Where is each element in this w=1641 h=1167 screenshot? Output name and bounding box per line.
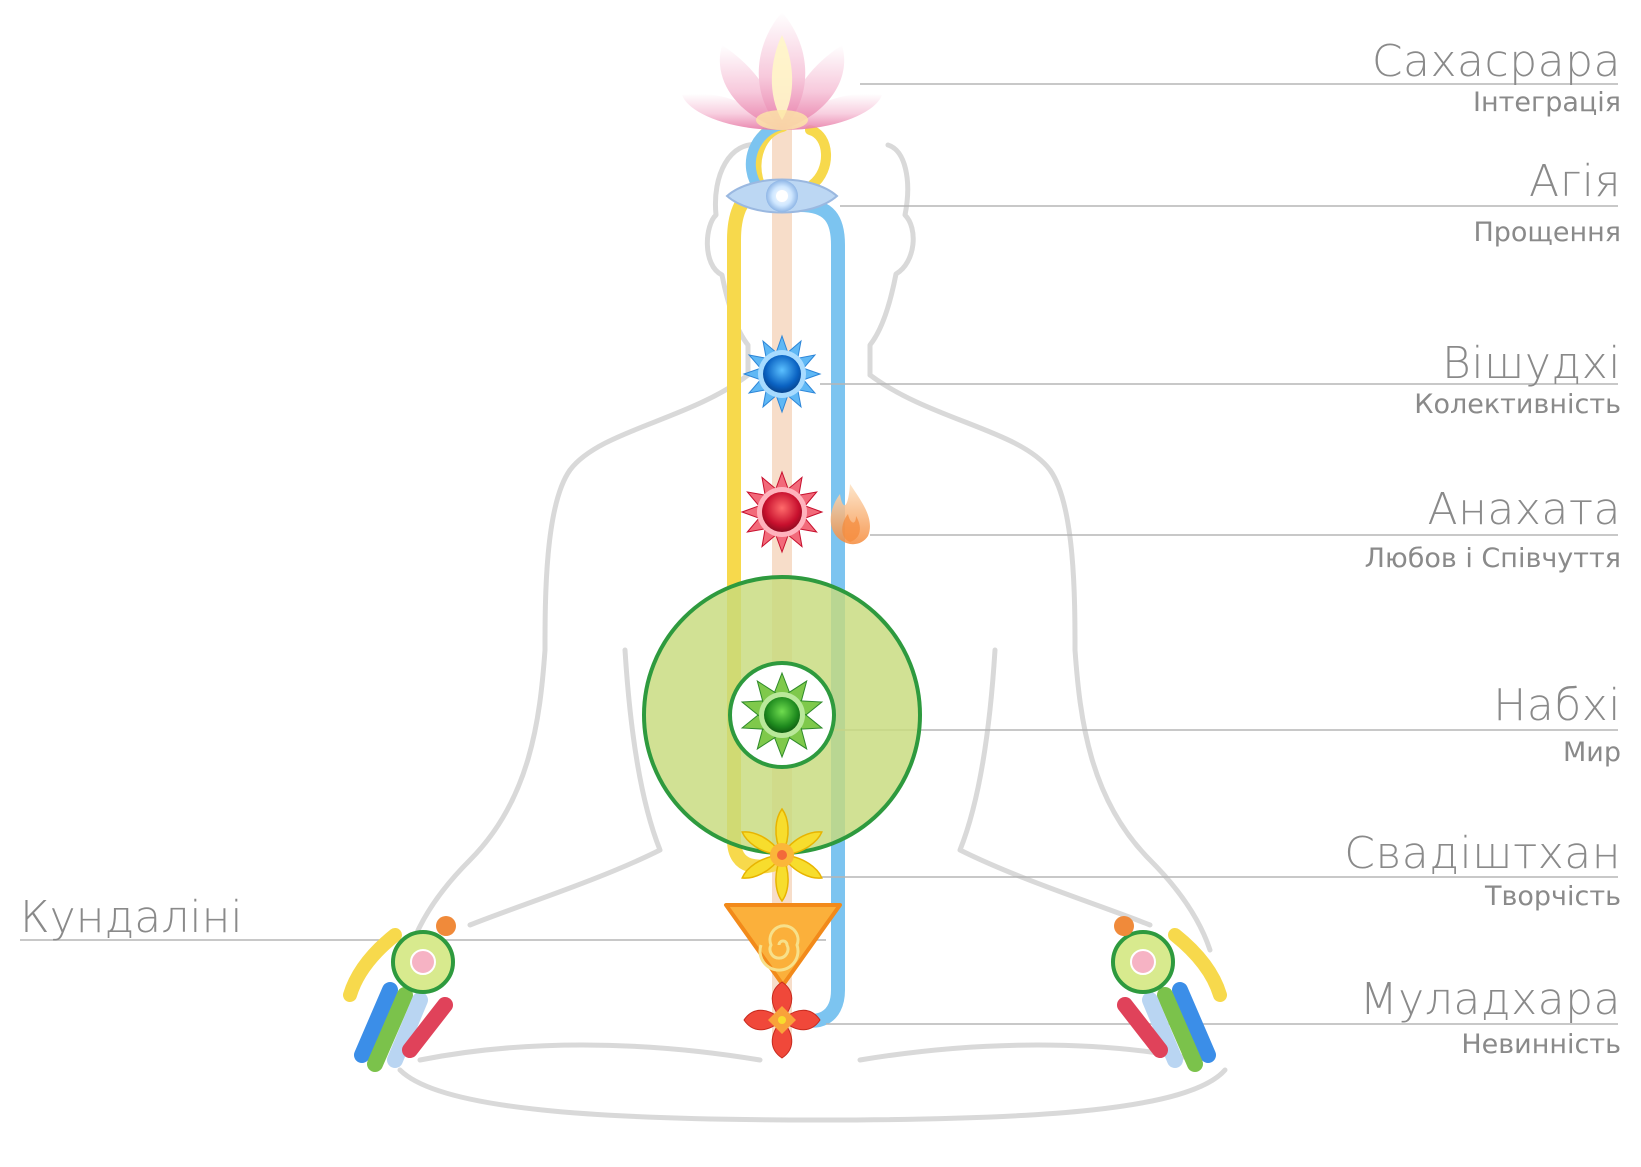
- sahasrara-lotus-icon: [682, 12, 882, 130]
- chakra-label-mooladhara: Муладхара Невинність: [1360, 976, 1621, 1062]
- kundalini-label: Кундаліні: [20, 894, 243, 942]
- chakra-label-swadishthan: Свадіштхан Творчість: [1344, 830, 1621, 914]
- anahata-flower-icon: [742, 472, 822, 552]
- chakra-quality: Невинність: [1360, 1028, 1621, 1062]
- chakra-label-vishuddhi: Вішудхі Колективність: [1414, 340, 1621, 422]
- chakra-name: Анахата: [1365, 486, 1621, 534]
- chakra-name: Вішудхі: [1414, 340, 1621, 388]
- chakra-label-agya: Агія Прощення: [1473, 158, 1621, 250]
- chakra-label-nabhi: Набхі Мир: [1493, 682, 1621, 770]
- vishuddhi-flower-icon: [744, 336, 820, 412]
- chakra-quality: Любов і Співчуття: [1365, 542, 1621, 576]
- chakra-quality: Мир: [1493, 736, 1621, 770]
- chakra-label-anahata: Анахата Любов і Співчуття: [1365, 486, 1621, 576]
- chakra-label-sahasrara: Сахасрара Інтеграція: [1372, 38, 1621, 120]
- chakra-quality: Прощення: [1473, 216, 1621, 250]
- chakra-quality: Інтеграція: [1372, 86, 1621, 120]
- chakra-name: Свадіштхан: [1344, 830, 1621, 878]
- mooladhara-flower-icon: [744, 982, 820, 1058]
- left-hand-fingers-icon: [350, 916, 456, 1064]
- chakra-quality: Колективність: [1414, 388, 1621, 422]
- chakra-name: Набхі: [1493, 682, 1621, 730]
- chakra-name: Агія: [1473, 158, 1621, 206]
- chakra-name: Сахасрара: [1372, 38, 1621, 86]
- kundalini-triangle-icon: [726, 905, 840, 985]
- chakra-name: Муладхара: [1360, 976, 1621, 1024]
- chakra-quality: Творчість: [1344, 880, 1621, 914]
